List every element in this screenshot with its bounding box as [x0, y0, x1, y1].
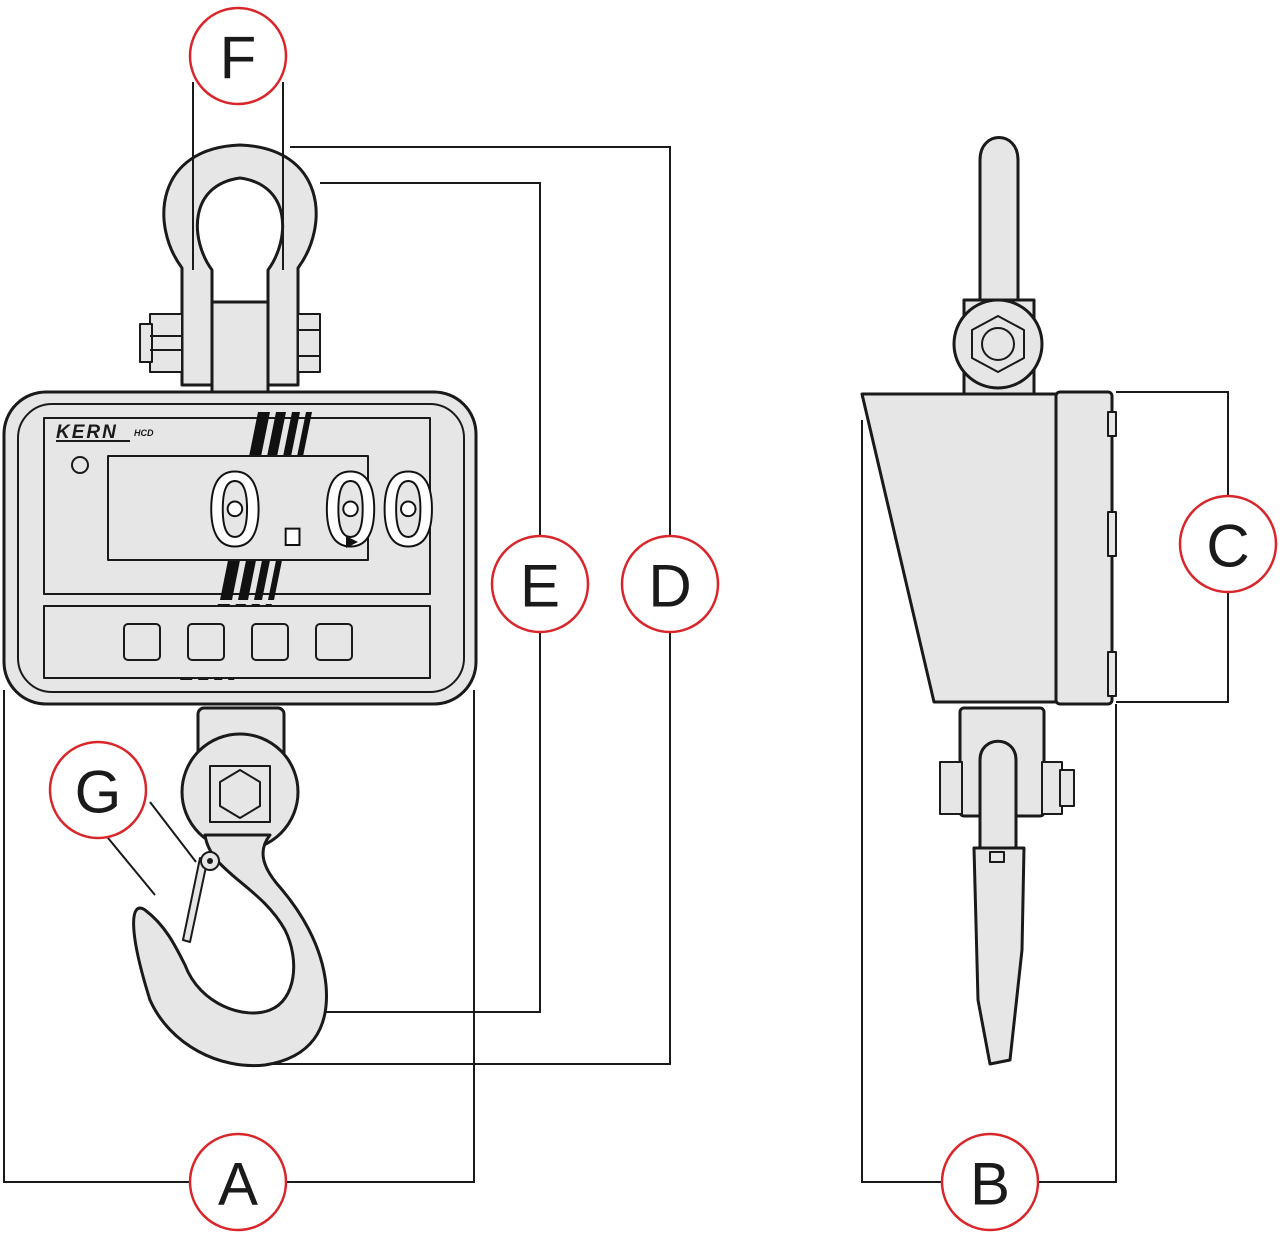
- callout-a: A: [188, 1132, 288, 1232]
- scale-housing: 0.00 KERN HCD: [2, 390, 478, 706]
- side-view: [860, 136, 1229, 1183]
- callout-b: B: [940, 1132, 1040, 1232]
- key-1-button[interactable]: [123, 623, 161, 661]
- callout-f-label: F: [220, 25, 257, 92]
- front-view: 0.00 KERN HCD: [2, 82, 671, 1183]
- model-label: HCD: [134, 428, 154, 438]
- weight-readout: 0.00: [206, 455, 437, 567]
- key-4-button[interactable]: [315, 623, 353, 661]
- keypad-panel: [43, 605, 431, 679]
- callout-e-label: E: [520, 553, 560, 620]
- callout-c-label: C: [1206, 513, 1249, 580]
- callout-d: D: [620, 534, 720, 634]
- callout-d-label: D: [648, 553, 691, 620]
- callout-g: G: [48, 740, 148, 840]
- callout-g-label: G: [75, 759, 122, 826]
- lcd-window: [107, 455, 369, 561]
- callout-e: E: [490, 534, 590, 634]
- indicator-led: [71, 456, 89, 474]
- stable-indicator-icon: [346, 536, 358, 548]
- callout-c: C: [1178, 494, 1278, 594]
- load-hook: [132, 706, 328, 1068]
- key-3-button[interactable]: [251, 623, 289, 661]
- key-2-button[interactable]: [187, 623, 225, 661]
- callout-f: F: [188, 6, 288, 106]
- top-shackle: [139, 143, 321, 394]
- callout-a-label: A: [218, 1151, 258, 1218]
- callout-b-label: B: [970, 1151, 1010, 1218]
- brand-logo: KERN: [56, 422, 118, 443]
- side-load-hook: [939, 706, 1075, 1066]
- side-top-shackle: [952, 136, 1044, 396]
- side-housing: [860, 390, 1117, 706]
